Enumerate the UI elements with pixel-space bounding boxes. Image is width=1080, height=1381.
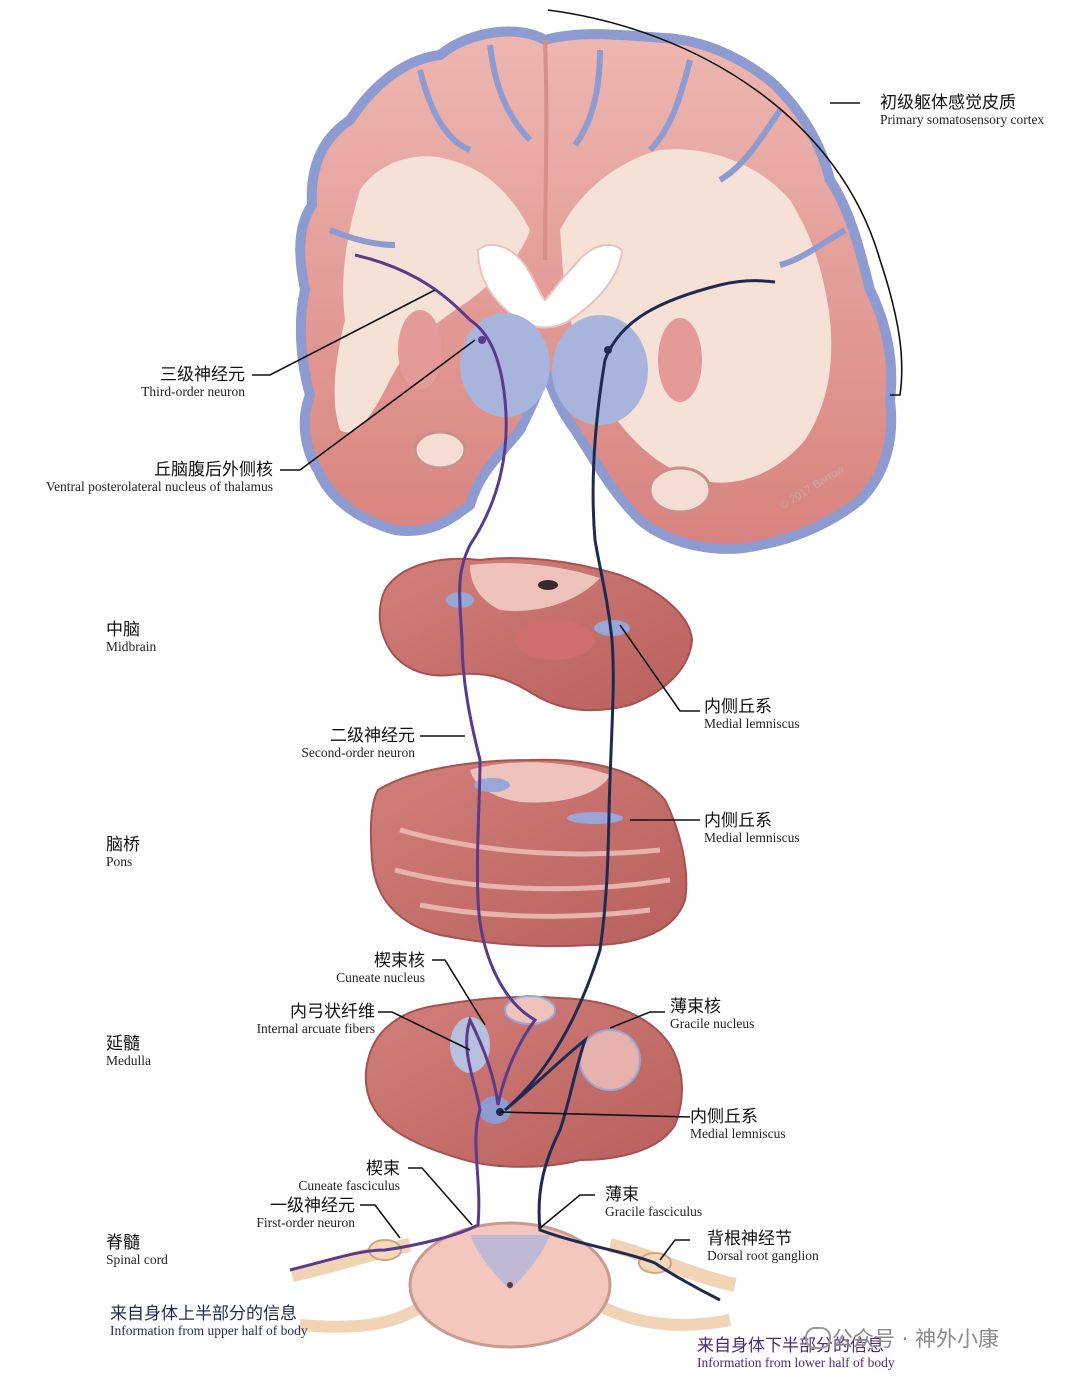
brain-coronal-section (295, 26, 897, 554)
label-cuneate-nucleus: 楔束核 Cuneate nucleus (336, 951, 425, 985)
medial-lemniscus-pons-right (567, 812, 623, 824)
sulcus-line (718, 108, 783, 183)
label-midbrain: 中脑 Midbrain (106, 620, 157, 654)
label-lower-body-info: 来自身体下半部分的信息 Information from lower half … (697, 1336, 895, 1370)
central-canal (507, 1282, 513, 1288)
label-gracile-nucleus: 薄束核 Gracile nucleus (670, 997, 755, 1031)
sulcus-line (647, 59, 693, 153)
label-dorsal-root-ganglion: 背根神经节 Dorsal root ganglion (707, 1229, 819, 1263)
wechat-icon (805, 1327, 831, 1349)
hippocampus-right (648, 466, 712, 514)
pons-section (369, 758, 688, 948)
longitudinal-fissure (543, 39, 549, 261)
label-first-order-neuron: 一级神经元 First-order neuron (256, 1196, 355, 1230)
basal-nucleus (658, 318, 702, 402)
midbrain-section (378, 557, 694, 712)
pathways (289, 253, 776, 1302)
pathway-lower-body (504, 279, 776, 1302)
pathway-upper-body (289, 253, 538, 1272)
label-internal-arcuate-fibers: 内弓状纤维 Internal arcuate fibers (256, 1002, 375, 1036)
sulcus-line (779, 227, 847, 268)
label-medial-lemniscus-pons: 内侧丘系 Medial lemniscus (704, 811, 800, 845)
label-third-order-neuron: 三级神经元 Third-order neuron (141, 365, 245, 399)
hippocampus-left (413, 430, 467, 470)
inferior-olive (579, 1029, 641, 1091)
label-vpl-thalamus: 丘脑腹后外侧核 Ventral posterolateral nucleus o… (45, 460, 273, 494)
dorsal-columns (470, 1235, 550, 1290)
medial-lemniscus-pons-left (474, 778, 510, 792)
red-nucleus (515, 620, 595, 660)
sulcus-line (572, 49, 603, 147)
sulcus-line (328, 227, 396, 248)
basal-nucleus (398, 310, 442, 390)
label-upper-body-info: 来自身体上半部分的信息 Information from upper half … (110, 1304, 308, 1338)
ventral-root-right (586, 1294, 732, 1331)
label-primary-somatosensory-cortex: 初级躯体感觉皮质 Primary somatosensory cortex (880, 93, 1045, 127)
pons-tegmentum (470, 762, 610, 803)
medial-lemniscus-medulla (479, 1096, 511, 1124)
sulcus-line (487, 44, 533, 143)
label-cuneate-fasciculus: 楔束 Cuneate fasciculus (298, 1159, 400, 1193)
label-pons: 脑桥 Pons (106, 835, 140, 869)
pons-fibers (419, 902, 651, 919)
ventral-root-left (299, 1295, 434, 1333)
label-medial-lemniscus-medulla: 内侧丘系 Medial lemniscus (690, 1107, 786, 1141)
synapse-vpl-left (478, 336, 486, 344)
label-spinal-cord: 脊髓 Spinal cord (106, 1233, 168, 1267)
label-medial-lemniscus-midbrain: 内侧丘系 Medial lemniscus (704, 697, 800, 731)
medulla-section (364, 995, 683, 1168)
pons-fibers (399, 827, 661, 857)
white-matter-left (334, 156, 530, 433)
label-gracile-fasciculus: 薄束 Gracile fasciculus (605, 1185, 703, 1219)
leader-lines (252, 9, 903, 1261)
cuneate-nucleus-region (450, 1017, 490, 1073)
label-second-order-neuron: 二级神经元 Second-order neuron (301, 726, 415, 760)
synapse-vpl-right (604, 346, 612, 354)
label-medulla: 延髓 Medulla (106, 1034, 151, 1068)
pons-fibers (394, 867, 671, 892)
watermark: 公众号 · 神外小康 (832, 1327, 1000, 1351)
midbrain-tectum (470, 563, 600, 611)
sulcus-line (417, 69, 472, 153)
thalamus-right (552, 315, 648, 425)
cerebral-aqueduct (538, 580, 558, 590)
spinal-cord-section (290, 1221, 737, 1349)
gracile-nucleus-region (504, 995, 556, 1025)
